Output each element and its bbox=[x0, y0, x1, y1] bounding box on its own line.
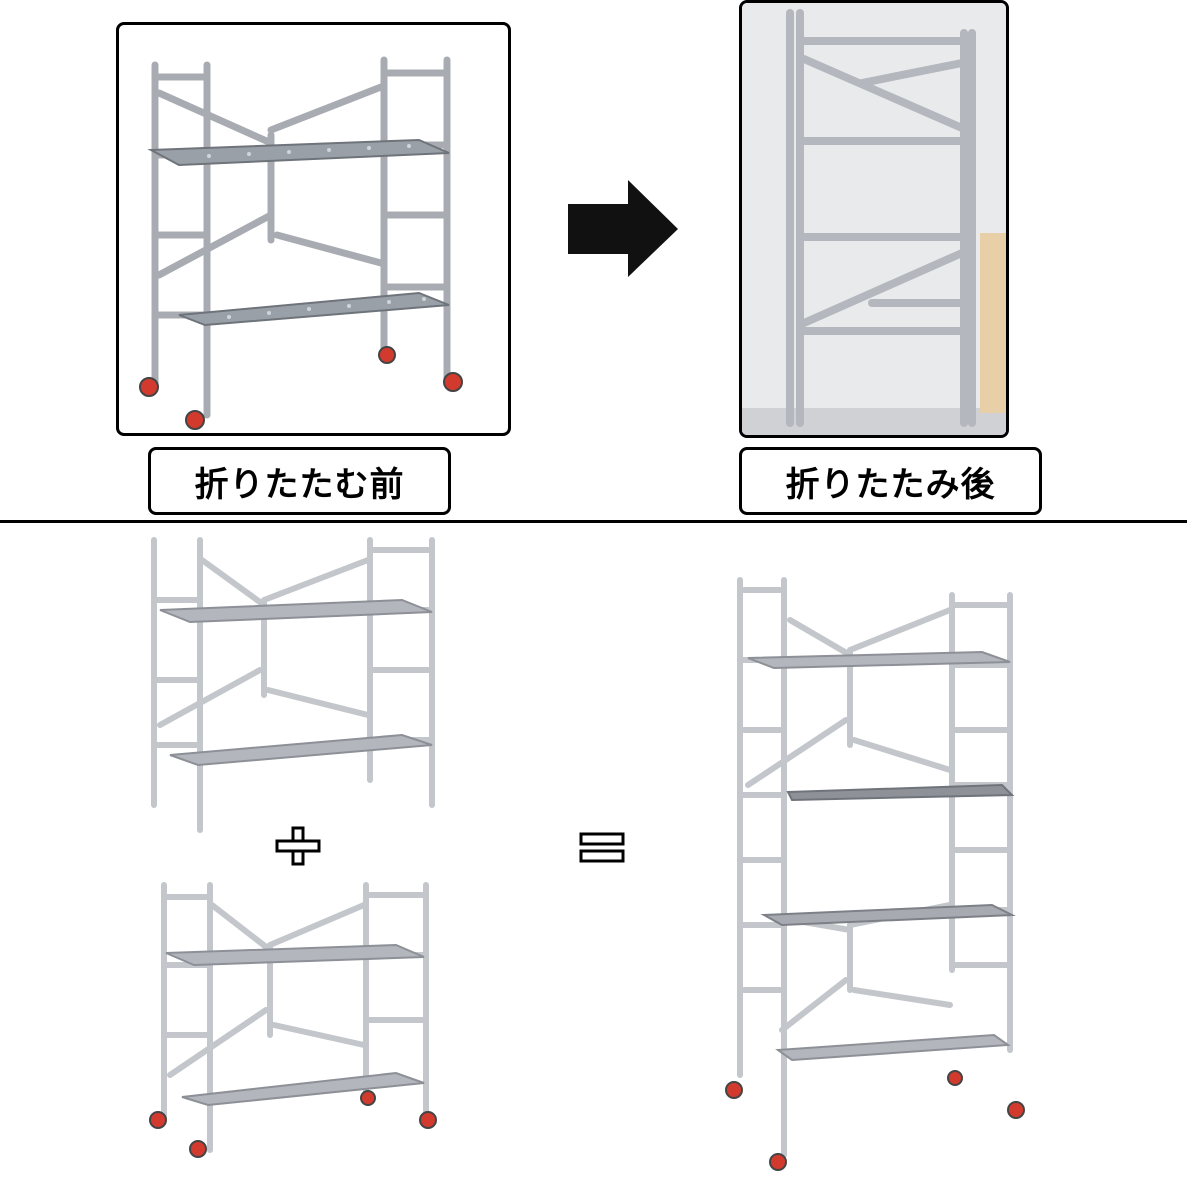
section-divider bbox=[0, 520, 1187, 523]
folded-scaffold-image bbox=[742, 3, 1006, 435]
lower-scaffold-section-image bbox=[146, 875, 446, 1165]
after-folding-caption: 折りたたみ後 bbox=[739, 447, 1042, 515]
equals-icon: = bbox=[578, 830, 626, 866]
before-folding-caption: 折りたたむ前 bbox=[148, 447, 451, 515]
combined-scaffold-image bbox=[712, 570, 1042, 1175]
upper-scaffold-section-image bbox=[140, 530, 445, 835]
unfolded-scaffold-image bbox=[139, 56, 463, 430]
before-folding-label: 折りたたむ前 bbox=[194, 464, 405, 505]
before-folding-photo bbox=[116, 22, 511, 436]
after-folding-label: 折りたたみ後 bbox=[785, 464, 996, 505]
plus-icon: + bbox=[274, 826, 322, 866]
after-folding-photo bbox=[739, 0, 1009, 438]
right-arrow-icon bbox=[566, 180, 680, 278]
